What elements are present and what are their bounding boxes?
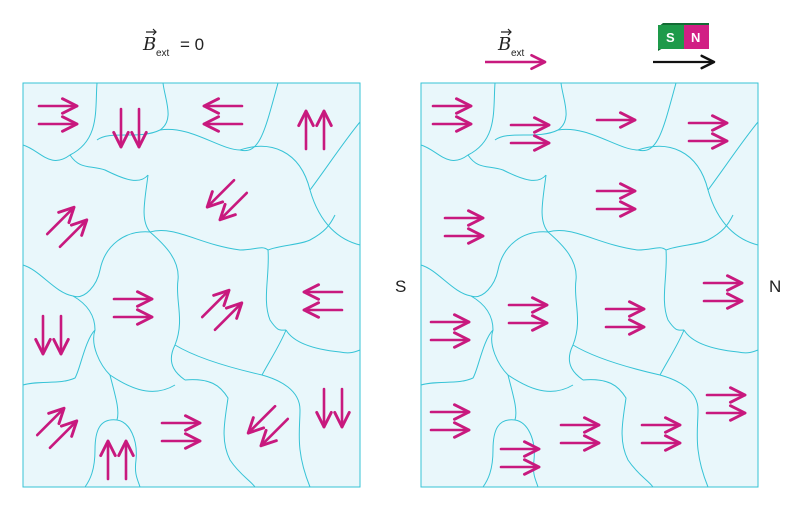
magnetization-arrow-icon [259,417,290,448]
magnet-south-block [658,25,684,49]
panel-frame [22,82,361,488]
magnet-north-block [684,25,709,49]
domain-boundaries [420,82,759,488]
vector-arrow-icon [501,28,512,36]
magnetization-arrow-icon [213,301,244,332]
magnetization-arrow-icon [246,404,277,435]
b-subscript: ext [511,48,525,59]
left-domain-panel [22,82,361,488]
vector-arrow-icon [146,28,157,36]
magnetization-arrow-icon [200,288,231,319]
magnet-north-label: N [691,30,700,45]
magnetization-arrow-icon [205,178,236,209]
b-symbol: B [497,34,511,55]
b-subscript: ext [156,48,170,59]
field-value: = 0 [180,35,204,54]
pole-south-label: S [395,277,406,296]
panel-frame [420,82,759,488]
right-domain-panel [420,82,759,488]
pole-north-label: N [769,277,781,296]
magnetization-arrow-icon [58,218,89,249]
magnetization-arrow-icon [35,406,66,437]
right-arrow-group [429,97,747,476]
bar-magnet-icon: S N [653,23,716,70]
domain-boundaries [22,82,361,488]
magnet-south-label: S [666,30,675,45]
b-symbol: B [142,34,156,55]
left-arrow-group [34,97,351,481]
magnetization-arrow-icon [45,205,76,236]
magnetization-arrow-icon [218,191,249,222]
left-field-label: B ext = 0 [142,28,204,59]
magnetization-arrow-icon [48,419,79,450]
right-field-label: B ext [485,28,547,71]
